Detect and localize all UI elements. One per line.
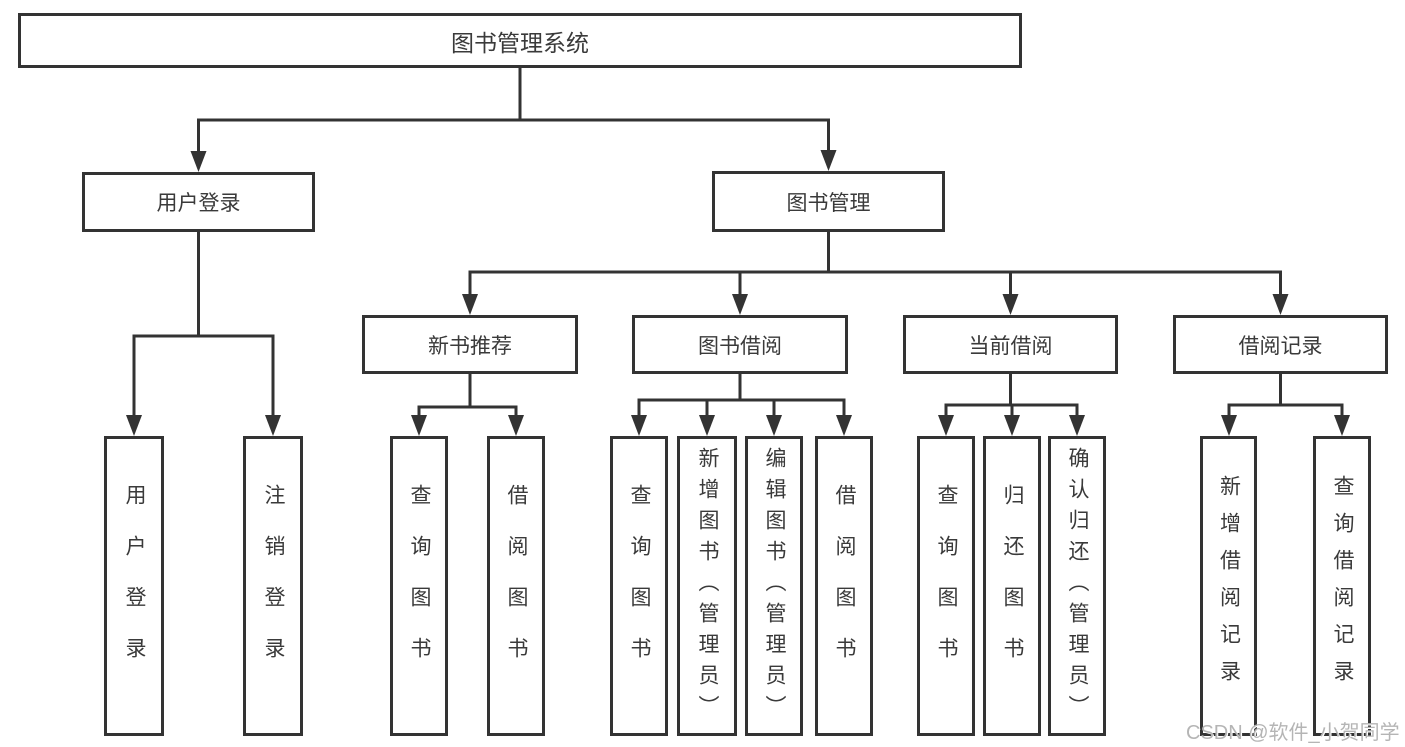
connector-root-level2: [197, 68, 830, 156]
csdn-watermark: CSDN @软件_小贺同学: [1186, 722, 1400, 744]
node-current-borrow: 当前借阅: [903, 315, 1118, 374]
leaf-logout: 注销登录: [243, 436, 303, 736]
leaf-borrow-books-1: 借阅图书: [487, 436, 545, 736]
leaf-return-books: 归还图书: [983, 436, 1041, 736]
node-user-login: 用户登录: [82, 172, 315, 232]
node-book-management: 图书管理: [712, 171, 945, 232]
node-root-system: 图书管理系统: [18, 13, 1022, 68]
leaf-user-login: 用户登录: [104, 436, 164, 736]
node-book-borrow: 图书借阅: [632, 315, 848, 374]
leaf-edit-books-admin: 编辑图书（管理员）: [745, 436, 803, 736]
leaf-borrow-books-2: 借阅图书: [815, 436, 873, 736]
connector-newbooks-leaves: [417, 374, 518, 420]
node-borrow-records: 借阅记录: [1173, 315, 1388, 374]
leaf-query-books-3: 查询图书: [917, 436, 975, 736]
leaf-query-books-1: 查询图书: [390, 436, 448, 736]
connector-currentborrow-leaves: [944, 374, 1079, 420]
leaf-add-borrow-record: 新增借阅记录: [1200, 436, 1257, 736]
leaf-query-books-2: 查询图书: [610, 436, 668, 736]
connector-bookborrow-leaves: [637, 374, 846, 420]
connector-bookmgmt-level3: [468, 232, 1282, 299]
leaf-add-books-admin: 新增图书（管理员）: [677, 436, 737, 736]
leaf-query-borrow-record: 查询借阅记录: [1313, 436, 1371, 736]
connector-userlogin-leaves: [132, 232, 275, 420]
leaf-confirm-return-admin: 确认归还（管理员）: [1048, 436, 1106, 736]
connector-borrowrecords-leaves: [1227, 374, 1344, 420]
node-new-book-recommend: 新书推荐: [362, 315, 578, 374]
